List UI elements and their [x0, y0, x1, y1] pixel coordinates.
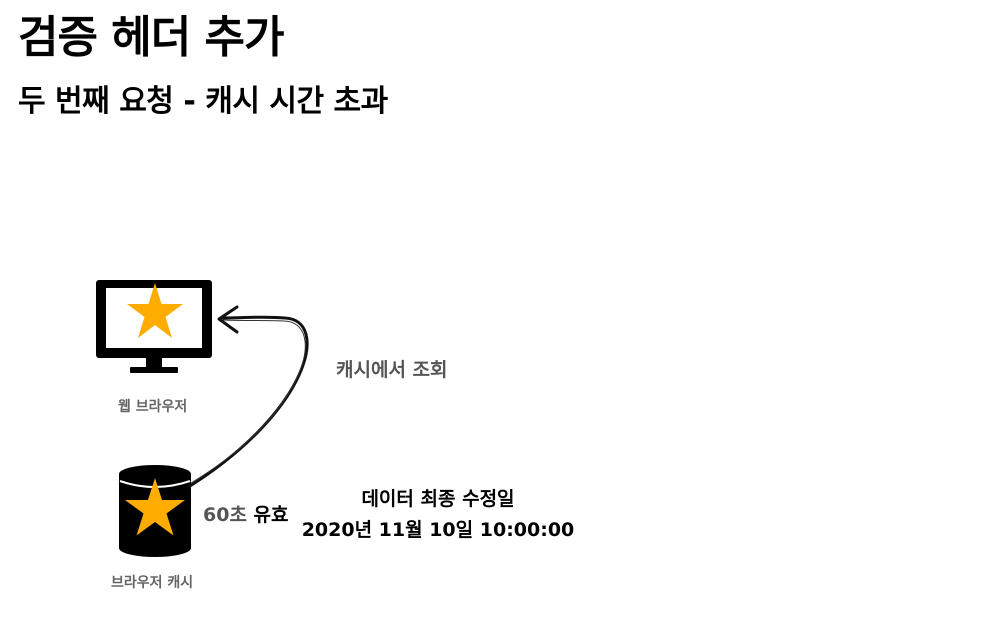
ttl-value: 60초	[203, 504, 247, 526]
last-modified-label: 데이터 최종 수정일	[361, 488, 515, 510]
page-subtitle: 두 번째 요청 - 캐시 시간 초과	[18, 84, 388, 119]
arrow-head-icon	[217, 305, 239, 334]
star-icon	[125, 478, 185, 536]
last-modified-value: 2020년 11월 10일 10:00:00	[301, 519, 575, 541]
page-title: 검증 헤더 추가	[18, 12, 285, 63]
resource-meta: 데이터 최종 수정일 2020년 11월 10일 10:00:00	[300, 484, 576, 546]
monitor-star-icon	[96, 280, 212, 373]
lookup-arrow	[188, 305, 309, 488]
browser-label: 웹 브라우저	[118, 399, 188, 415]
cache-label: 브라우저 캐시	[111, 575, 194, 591]
star-icon	[127, 283, 183, 338]
ttl-status: 유효	[253, 504, 289, 526]
arrow-label: 캐시에서 조회	[336, 359, 448, 381]
cache-validity: 60초 유효	[203, 500, 289, 527]
database-star-icon	[119, 465, 191, 557]
